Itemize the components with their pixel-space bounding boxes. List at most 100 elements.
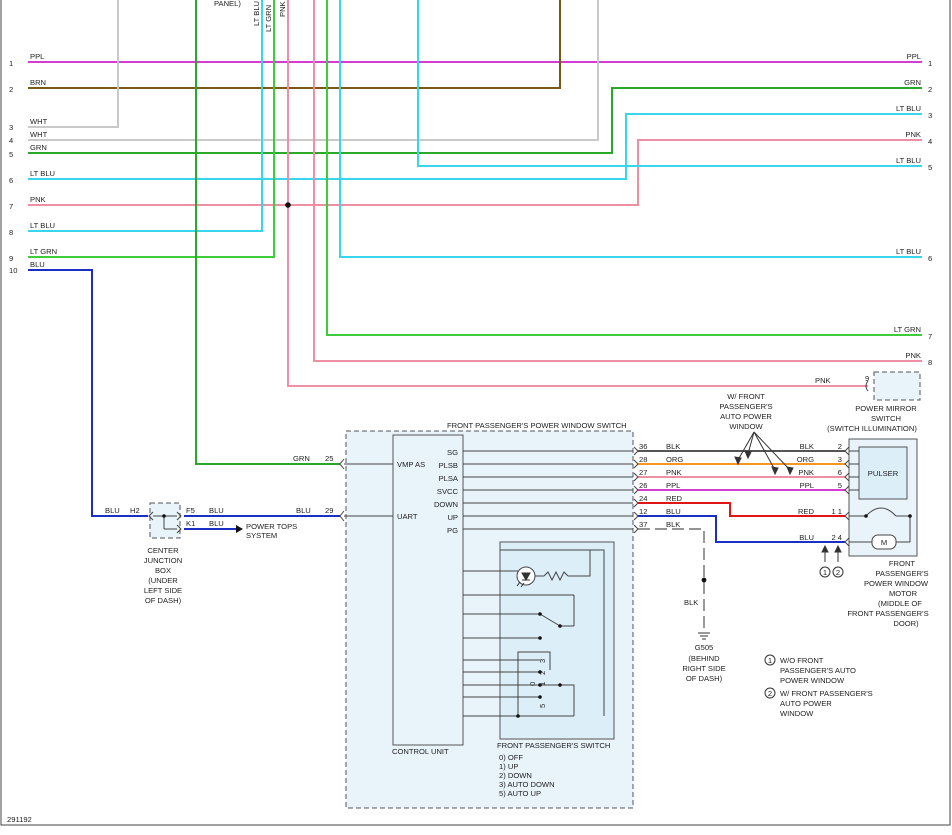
left-pin: 7 [9, 202, 13, 211]
left-wire-labels: PPL BRN WHT WHT GRN LT BLU PNK LT BLU LT… [30, 52, 57, 269]
wire-wht-3 [28, 0, 119, 128]
passenger-switch-module [499, 541, 615, 740]
mirror-box [873, 371, 921, 401]
terminal-name: PLSA [439, 474, 459, 483]
auto-window-note: W/ FRONT PASSENGER'S AUTO POWER WINDOW [719, 392, 772, 431]
vmp-connector [339, 458, 345, 470]
vmp-signal: VMP AS [397, 460, 425, 469]
left-pin: 6 [9, 176, 13, 185]
callout-number: 1 [823, 568, 827, 577]
terminal-wire: PPL [666, 481, 680, 490]
terminal-pin: 36 [639, 442, 647, 451]
junction-box-outline [149, 502, 181, 539]
wire-layer [28, 0, 922, 632]
terminal-pin: 24 [639, 494, 647, 503]
ground-id: G505 [695, 643, 714, 652]
auto-note-line: PASSENGER'S [719, 402, 772, 411]
junction-title: OF DASH) [145, 596, 182, 605]
control-unit-box [392, 434, 464, 746]
wire-brn-2 [28, 0, 561, 89]
wire-label: PNK [30, 195, 46, 204]
ground-desc: (BEHIND [688, 654, 720, 663]
wire-label: GRN [904, 78, 921, 87]
motor-pin: 3 [838, 455, 842, 464]
motor-title: MOTOR [889, 589, 918, 598]
wire-label: LT BLU [896, 247, 921, 256]
switch-position: 2) DOWN [499, 771, 532, 780]
note-line: W/ FRONT PASSENGER'S [780, 689, 873, 698]
terminal-name: SG [447, 448, 458, 457]
note-number: 1 [768, 656, 772, 665]
terminal-pin: 26 [639, 481, 647, 490]
terminal-lines [463, 450, 633, 530]
switch-dots [516, 612, 562, 718]
mirror-wire-label: PNK [815, 376, 831, 385]
wire-label: BLU [30, 260, 45, 269]
ground-wire-label: BLK [684, 598, 698, 607]
ground-desc: RIGHT SIDE [682, 664, 725, 673]
left-pin: 10 [9, 266, 17, 275]
auto-note-arrows [734, 431, 794, 476]
switch-title: FRONT PASSENGER'S SWITCH [497, 741, 610, 750]
uart-signal: UART [397, 512, 418, 521]
terminal-wire: PNK [666, 468, 682, 477]
mirror-pin: 9 [865, 374, 869, 383]
wire-pnk-mirror [287, 0, 868, 387]
junction-out-wire: BLU [209, 506, 224, 515]
motor-pin: 2 4 [831, 533, 842, 542]
motor-title: FRONT PASSENGER'S [847, 609, 928, 618]
control-unit-label: CONTROL UNIT [392, 747, 449, 756]
pulser-label: PULSER [868, 469, 899, 478]
led-icon [516, 572, 531, 588]
wire-ltblu-r5 [417, 0, 922, 167]
mirror-title: (SWITCH ILLUMINATION) [827, 424, 917, 433]
vmp-pin: 25 [325, 454, 333, 463]
wire-ltblu-r6 [339, 0, 922, 258]
left-pin: 1 [9, 59, 13, 68]
wire-label: LT BLU [30, 169, 55, 178]
terminal-pin: 27 [639, 468, 647, 477]
motor-wire: PNK [798, 468, 814, 477]
motor-wire: BLK [800, 442, 814, 451]
wire-label: LT GRN [894, 325, 921, 334]
right-wire-labels: PPL GRN LT BLU PNK LT BLU LT BLU LT GRN … [894, 52, 921, 360]
switch-position: 1) UP [499, 762, 518, 771]
right-pin: 5 [928, 163, 932, 172]
motor-title: FRONT [889, 559, 916, 568]
motor-wire: RED [798, 507, 815, 516]
note-line: WINDOW [780, 709, 814, 718]
terminal-name: PLSB [439, 461, 458, 470]
center-junction-box: BLU H2 F5 K1 BLU BLU POWER TOPS SYSTEM C… [105, 502, 297, 605]
knob-digits: 3 2 1 0 5 [528, 659, 547, 708]
wire-grn-vmp [195, 0, 340, 465]
motor-wire: PPL [800, 481, 814, 490]
motor-title: POWER WINDOW [864, 579, 929, 588]
wire-label: BRN [30, 78, 46, 87]
terminal-name: DOWN [434, 500, 458, 509]
top-pnk-text: PNK [278, 1, 287, 17]
wire-pnk-r8 [313, 0, 922, 362]
junction-title: CENTER [147, 546, 179, 555]
junction-title: LEFT SIDE [144, 586, 182, 595]
motor-pin: 1 1 [831, 507, 842, 516]
left-pin: 9 [9, 254, 13, 263]
wire-pnk-7 [28, 139, 922, 206]
left-pin: 5 [9, 150, 13, 159]
right-pin: 6 [928, 254, 932, 263]
motor-title: PASSENGER'S [875, 569, 928, 578]
motor-pin: 5 [838, 481, 842, 490]
terminal-pin: 37 [639, 520, 647, 529]
wire-label: PNK [905, 351, 921, 360]
motor-title: (MIDDLE OF [878, 599, 922, 608]
switch-position: 5) AUTO UP [499, 789, 541, 798]
auto-note-line: WINDOW [729, 422, 763, 431]
splice-dot [285, 202, 291, 208]
terminal-pin: 12 [639, 507, 647, 516]
wire-ltblu-6 [28, 113, 922, 180]
knob-digit: 2 [538, 671, 547, 675]
uart-connector [339, 510, 345, 522]
wire-red-down [638, 502, 845, 517]
power-window-switch: FRONT PASSENGER'S POWER WINDOW SWITCH CO… [293, 421, 683, 809]
mirror-title: SWITCH [871, 414, 901, 423]
